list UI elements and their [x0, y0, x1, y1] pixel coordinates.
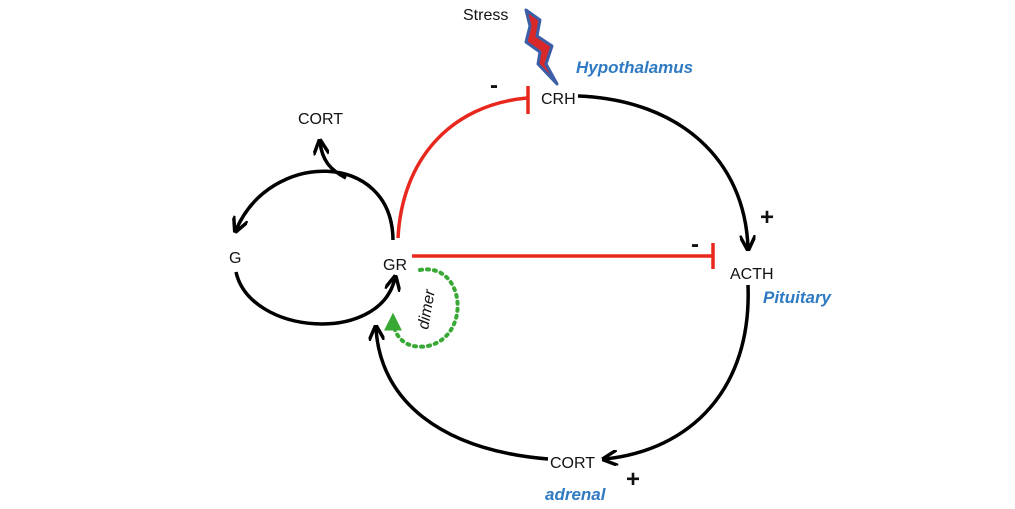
acth-to-cort-arrow [605, 284, 750, 459]
cort-top-label: CORT [298, 111, 343, 128]
stress-lightning-icon [524, 8, 559, 86]
cort-release-arrow [320, 142, 347, 180]
pituitary-label: Pituitary [763, 288, 833, 307]
crh-label: CRH [541, 91, 576, 108]
adrenal-label: adrenal [545, 485, 607, 504]
gr-to-g-arc [236, 169, 395, 241]
crh-to-acth-arrow [577, 94, 748, 248]
cort-bottom-label: CORT [550, 455, 595, 472]
stress-label: Stress [463, 7, 508, 24]
acth-inhibit-sign: - [691, 231, 699, 258]
dimer-loop-arrow [384, 267, 460, 349]
acth-stimulate-sign: + [760, 204, 774, 231]
crh-inhibit-sign: - [490, 72, 498, 99]
cort-stimulate-sign: + [626, 466, 640, 493]
acth-label: ACTH [730, 266, 774, 283]
cort-to-gr-arrow [376, 328, 549, 461]
gr-inhibits-crh-arc [396, 96, 528, 239]
gr-label: GR [383, 257, 407, 274]
g-to-gr-arc [234, 271, 395, 326]
hypothalamus-label: Hypothalamus [576, 58, 693, 77]
dimer-label: dimer [415, 288, 439, 331]
g-label: G [229, 250, 241, 267]
